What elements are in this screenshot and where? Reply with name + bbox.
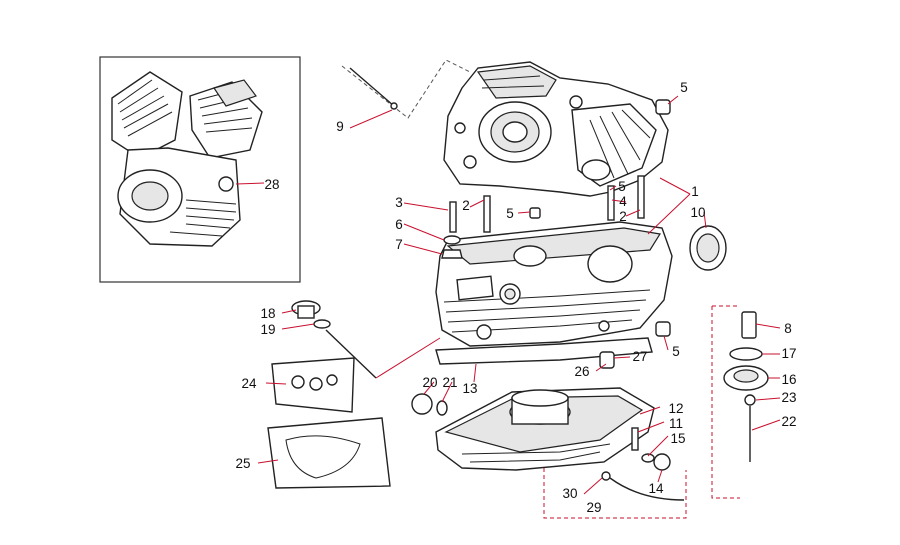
callout-14: 14 — [648, 481, 664, 496]
lower-crankcase — [435, 221, 673, 347]
callout-29: 29 — [586, 500, 601, 515]
callout-5d: 5 — [672, 344, 680, 359]
callout-24: 24 — [241, 376, 257, 391]
oil-sump — [435, 387, 655, 471]
callout-18: 18 — [260, 306, 275, 321]
callout-28: 28 — [264, 177, 279, 192]
callout-5c: 5 — [506, 206, 514, 221]
callout-16: 16 — [781, 372, 796, 387]
callout-5a: 5 — [680, 80, 688, 95]
callout-8: 8 — [784, 321, 792, 336]
callout-13: 13 — [462, 381, 477, 396]
upper-crankcase — [443, 61, 669, 197]
leader-lines — [235, 95, 781, 495]
callout-labels: 1 2 2 3 4 5 5 5 5 6 7 8 9 10 11 12 13 14… — [235, 80, 796, 515]
callout-17: 17 — [781, 346, 796, 361]
callout-7: 7 — [395, 237, 403, 252]
callout-19: 19 — [260, 322, 275, 337]
engine-assembly-thumbnail — [99, 56, 301, 283]
callout-15: 15 — [670, 431, 685, 446]
callout-2a: 2 — [462, 198, 470, 213]
callout-26: 26 — [574, 364, 589, 379]
callout-27: 27 — [632, 349, 647, 364]
callout-9: 9 — [336, 119, 344, 134]
callout-30: 30 — [562, 486, 577, 501]
callout-23: 23 — [781, 390, 796, 405]
callout-21: 21 — [442, 375, 457, 390]
callout-3: 3 — [395, 195, 403, 210]
callout-2b: 2 — [619, 209, 627, 224]
callout-22: 22 — [781, 414, 796, 429]
callout-1: 1 — [691, 184, 699, 199]
callout-11: 11 — [669, 416, 683, 431]
callout-25: 25 — [235, 456, 250, 471]
callout-4: 4 — [619, 194, 627, 209]
callout-6: 6 — [395, 217, 403, 232]
callout-20: 20 — [422, 375, 437, 390]
callout-10: 10 — [690, 205, 705, 220]
callout-5b: 5 — [618, 179, 626, 194]
callout-12: 12 — [668, 401, 683, 416]
